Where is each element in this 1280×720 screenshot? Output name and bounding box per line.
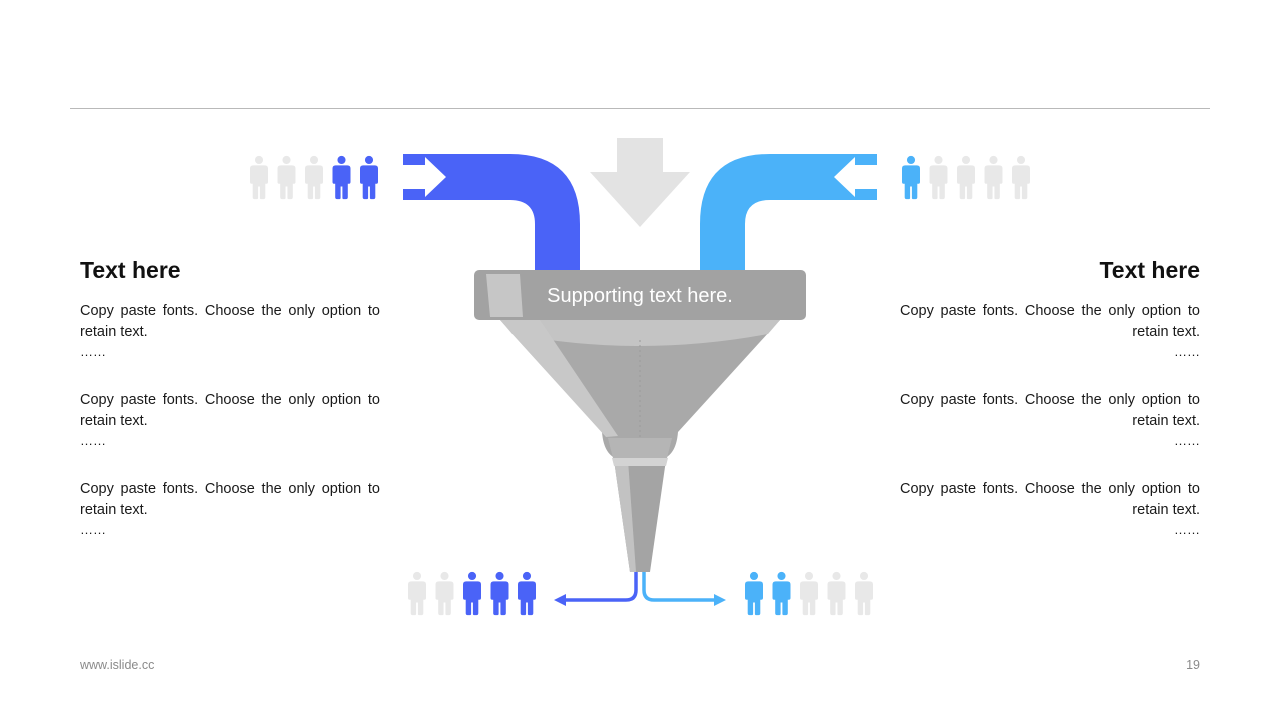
left-text-column: Text here Copy paste fonts. Choose the o… [80,256,380,568]
person-icon [984,155,1003,200]
left-item-1: Copy paste fonts. Choose the only option… [80,301,380,360]
arrow-right-icon [403,157,446,197]
arrow-right-head-icon [714,594,726,606]
people-group-bottom-left [408,571,536,616]
right-item-1: Copy paste fonts. Choose the only option… [900,301,1200,360]
left-item-3: Copy paste fonts. Choose the only option… [80,479,380,538]
right-item-2-text: Copy paste fonts. Choose the only option… [900,392,1200,429]
person-icon [957,155,975,200]
arrow-left-head-icon [554,594,566,606]
right-item-2: Copy paste fonts. Choose the only option… [900,390,1200,449]
left-item-2-ellipsis: …… [80,433,106,448]
person-icon [277,155,296,200]
right-text-column: Text here Copy paste fonts. Choose the o… [900,256,1200,568]
person-icon [435,571,454,616]
left-outflow-line [564,572,638,602]
left-item-2-text: Copy paste fonts. Choose the only option… [80,392,380,429]
left-item-3-ellipsis: …… [80,522,106,537]
right-item-2-ellipsis: …… [1174,433,1200,448]
right-column-title: Text here [1099,257,1200,283]
page-number: 19 [1186,658,1200,672]
person-icon [305,155,323,200]
person-icon [490,571,509,616]
arrow-left-icon [834,157,877,197]
people-group-bottom-right [745,571,873,616]
right-item-1-ellipsis: …… [1174,344,1200,359]
left-item-1-text: Copy paste fonts. Choose the only option… [80,303,380,340]
right-item-3: Copy paste fonts. Choose the only option… [900,479,1200,538]
right-outflow-line [642,572,716,602]
person-icon [772,571,791,616]
people-group-top-right [902,155,1030,200]
person-icon [827,571,846,616]
person-icon [902,155,920,200]
person-icon [1012,155,1030,200]
people-group-top-left [250,155,378,200]
person-icon [800,571,818,616]
person-icon [332,155,351,200]
supporting-text: Supporting text here. [547,285,733,307]
header-divider [70,108,1210,109]
left-item-3-text: Copy paste fonts. Choose the only option… [80,481,380,518]
left-column-title: Text here [80,257,181,283]
left-item-2: Copy paste fonts. Choose the only option… [80,390,380,449]
right-item-1-text: Copy paste fonts. Choose the only option… [900,303,1200,340]
down-arrow-icon [590,138,690,227]
left-item-1-ellipsis: …… [80,344,106,359]
funnel-icon [474,270,806,572]
right-item-3-ellipsis: …… [1174,522,1200,537]
left-inflow-pipe [403,154,580,272]
person-icon [745,571,763,616]
person-icon [360,155,378,200]
footer-url: www.islide.cc [80,658,155,672]
person-icon [463,571,481,616]
person-icon [929,155,948,200]
person-icon [855,571,873,616]
person-icon [250,155,268,200]
right-item-3-text: Copy paste fonts. Choose the only option… [900,481,1200,518]
right-inflow-pipe [700,154,877,272]
person-icon [408,571,426,616]
person-icon [518,571,536,616]
